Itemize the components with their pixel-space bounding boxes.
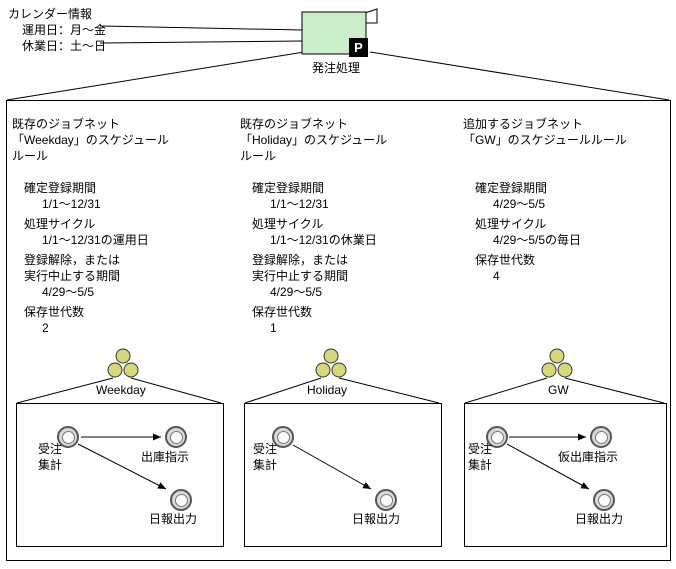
job-label: 出庫指示 xyxy=(141,450,190,464)
field-value: 4/29～5/5 xyxy=(42,285,95,299)
schedule-fields-weekday: 確定登録期間 1/1～12/31 処理サイクル 1/1～12/31の運用日 登録… xyxy=(12,180,149,336)
calendar-info: カレンダー情報 運用日：月～金 休業日：土～日 xyxy=(8,6,106,54)
job-icon-daily-report xyxy=(375,489,397,511)
schedule-rules-container xyxy=(6,100,671,561)
jobnet-node-icon-holiday xyxy=(315,348,347,378)
root-jobnet-icon: P xyxy=(301,8,379,58)
schedule-fields-holiday: 確定登録期間 1/1～12/31 処理サイクル 1/1～12/31の休業日 登録… xyxy=(240,180,377,336)
jobnet-name-gw: GW xyxy=(548,383,569,397)
jobnet-name-weekday: Weekday xyxy=(96,383,146,397)
jobnet-node-icon-weekday xyxy=(107,348,139,378)
job-label: 仮出庫指示 xyxy=(558,450,619,464)
field: 処理サイクル 1/1～12/31の運用日 xyxy=(12,216,149,248)
column-header-holiday: 既存のジョブネット 「Holiday」のスケジュール ルール xyxy=(240,117,388,163)
field: 登録解除，または 実行中止する期間 4/29～5/5 xyxy=(240,252,377,300)
field: 確定登録期間 1/1～12/31 xyxy=(12,180,149,212)
field: 処理サイクル 4/29～5/5の毎日 xyxy=(463,216,581,248)
field-label: 確定登録期間 xyxy=(475,181,548,195)
field-value: 1/1～12/31 xyxy=(270,197,329,211)
job-icon-order-totaling xyxy=(272,426,294,448)
job-label: 日報出力 xyxy=(149,512,198,526)
jobnet-detail-box-gw xyxy=(464,403,667,547)
field-label: 確定登録期間 xyxy=(24,181,97,195)
calendar-operation-days: 運用日：月～金 xyxy=(22,23,107,37)
job-icon-temp-shipping-instruction xyxy=(590,426,612,448)
job-label: 日報出力 xyxy=(575,512,624,526)
field: 登録解除，または 実行中止する期間 4/29～5/5 xyxy=(12,252,149,300)
field-value: 4/29～5/5の毎日 xyxy=(493,233,582,247)
field-label: 登録解除，または 実行中止する期間 xyxy=(252,253,349,283)
field-label: 確定登録期間 xyxy=(252,181,325,195)
job-label: 日報出力 xyxy=(352,512,401,526)
job-icon-daily-report xyxy=(170,489,192,511)
job-label: 受注 集計 xyxy=(253,442,278,472)
field: 保存世代数 4 xyxy=(463,252,581,284)
field: 確定登録期間 4/29～5/5 xyxy=(463,180,581,212)
field-label: 処理サイクル xyxy=(24,217,96,231)
jobnet-name-holiday: Holiday xyxy=(307,383,348,397)
field: 保存世代数 2 xyxy=(12,304,149,336)
jobnet-detail-box-weekday xyxy=(16,403,224,547)
field-value: 4 xyxy=(493,269,500,283)
field: 処理サイクル 1/1～12/31の休業日 xyxy=(240,216,377,248)
field-label: 登録解除，または 実行中止する期間 xyxy=(24,253,121,283)
column-header-weekday: 既存のジョブネット 「Weekday」のスケジュール ルール xyxy=(12,117,169,163)
job-icon-daily-report xyxy=(593,489,615,511)
field-label: 処理サイクル xyxy=(252,217,324,231)
field-value: 1/1～12/31の休業日 xyxy=(270,233,377,247)
job-label: 受注 集計 xyxy=(468,442,493,472)
field-value: 1/1～12/31の運用日 xyxy=(42,233,149,247)
root-jobnet-label: 発注処理 xyxy=(312,61,361,75)
field-label: 保存世代数 xyxy=(24,305,85,319)
planned-execution-badge: P xyxy=(349,38,368,57)
calendar-to-root-lines xyxy=(99,25,303,44)
jobnet-node-icon-gw xyxy=(541,348,573,378)
job-icon-order-totaling xyxy=(57,426,79,448)
field-value: 2 xyxy=(42,321,49,335)
field-value: 1/1～12/31 xyxy=(42,197,101,211)
field-label: 保存世代数 xyxy=(252,305,313,319)
calendar-closed-days: 休業日：土～日 xyxy=(22,39,107,53)
field-value: 4/29～5/5 xyxy=(270,285,323,299)
field-label: 保存世代数 xyxy=(475,253,536,267)
field: 確定登録期間 1/1～12/31 xyxy=(240,180,377,212)
field: 保存世代数 1 xyxy=(240,304,377,336)
jobnet-detail-box-holiday xyxy=(244,403,442,547)
field-value: 1 xyxy=(270,321,277,335)
column-header-gw: 追加するジョブネット 「GW」のスケジュールルール xyxy=(463,117,627,147)
schedule-fields-gw: 確定登録期間 4/29～5/5 処理サイクル 4/29～5/5の毎日 保存世代数… xyxy=(463,180,581,284)
job-icon-shipping-instruction xyxy=(165,426,187,448)
field-label: 処理サイクル xyxy=(475,217,547,231)
field-value: 4/29～5/5 xyxy=(493,197,546,211)
job-icon-order-totaling xyxy=(486,426,508,448)
job-label: 受注 集計 xyxy=(38,442,63,472)
calendar-title: カレンダー情報 xyxy=(8,7,93,21)
